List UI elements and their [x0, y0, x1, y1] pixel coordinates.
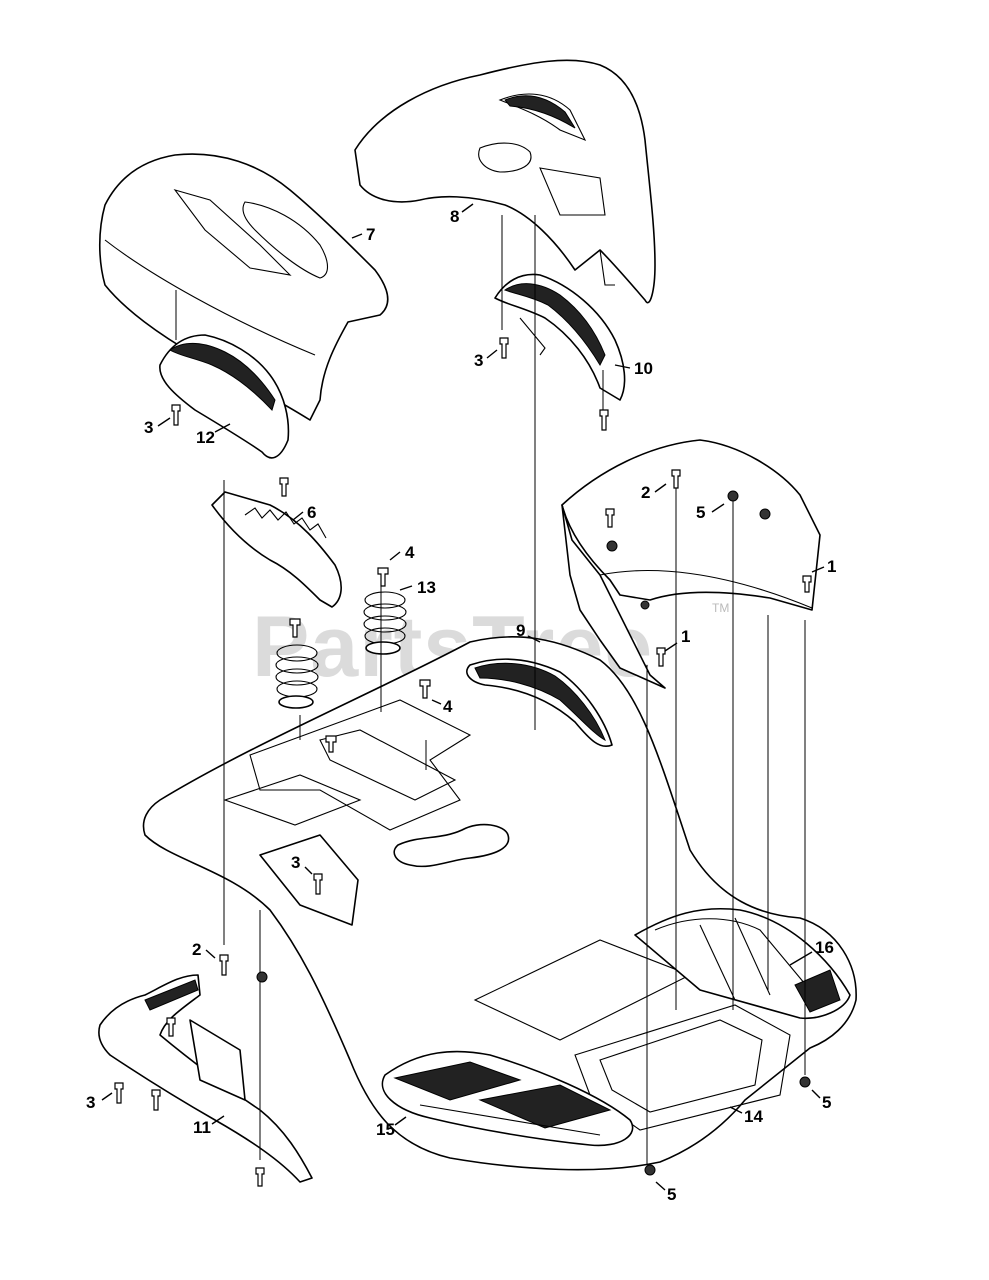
callout-6[interactable]: 6 [307, 503, 316, 522]
callout-11[interactable]: 11 [193, 1118, 211, 1137]
callout-3-dash[interactable]: 3 [474, 351, 483, 370]
callout-5-upper[interactable]: 5 [696, 503, 705, 522]
part-8-hood[interactable] [354, 59, 656, 304]
assembly-guide-lines [175, 215, 806, 1165]
part-10-dash-trim[interactable] [494, 273, 626, 401]
watermark-trademark: TM [712, 601, 729, 615]
part-15-foot-mat[interactable] [381, 1050, 634, 1147]
callout-7[interactable]: 7 [366, 225, 375, 244]
callout-3-body[interactable]: 3 [291, 853, 300, 872]
part-16-rear-mat[interactable] [634, 907, 851, 1020]
part-14-rear-fender-body[interactable] [142, 636, 857, 1171]
part-6-bracket[interactable] [211, 491, 342, 608]
callout-3-left[interactable]: 3 [144, 418, 153, 437]
callout-12[interactable]: 12 [196, 428, 215, 447]
part-9-tank-strip[interactable] [466, 658, 613, 747]
callout-2-lower[interactable]: 2 [192, 940, 201, 959]
callout-1-upper[interactable]: 1 [827, 557, 836, 576]
callout-14[interactable]: 14 [744, 1107, 763, 1126]
callout-5-right[interactable]: 5 [822, 1093, 831, 1112]
part-13-springs[interactable] [275, 591, 407, 709]
callout-4-top[interactable]: 4 [405, 543, 415, 562]
callout-labels: 7 8 3 10 3 12 6 4 13 4 9 1 2 5 1 3 2 3 1… [86, 207, 836, 1204]
part-1-rear-box[interactable] [561, 439, 821, 689]
callout-9[interactable]: 9 [516, 621, 525, 640]
callout-8[interactable]: 8 [450, 207, 459, 226]
callout-5-bottom[interactable]: 5 [667, 1185, 676, 1204]
callout-2-upper[interactable]: 2 [641, 483, 650, 502]
part-12-dash-trim[interactable] [159, 334, 290, 459]
callout-1-lower[interactable]: 1 [681, 627, 690, 646]
callout-15[interactable]: 15 [376, 1120, 395, 1139]
part-11-side-rail[interactable] [98, 974, 313, 1183]
part-7-dash-panel[interactable] [98, 153, 389, 421]
callout-10[interactable]: 10 [634, 359, 653, 378]
hardware-fasteners [114, 337, 812, 1187]
callout-13[interactable]: 13 [417, 578, 436, 597]
leader-lines [101, 203, 825, 1191]
callout-4-mid[interactable]: 4 [443, 697, 453, 716]
callout-3-rail[interactable]: 3 [86, 1093, 95, 1112]
callout-16[interactable]: 16 [815, 938, 834, 957]
